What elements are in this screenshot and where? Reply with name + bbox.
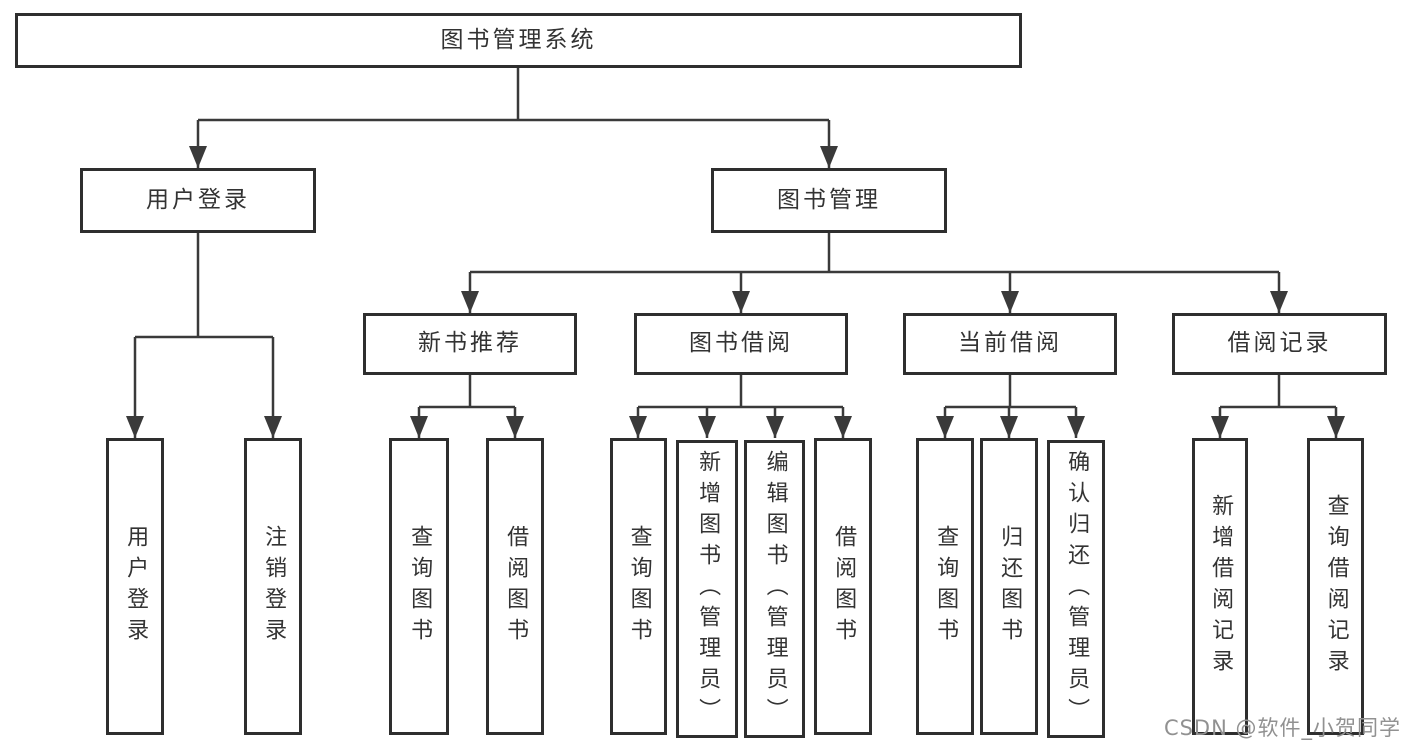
- node-root: 图书管理系统: [15, 13, 1022, 68]
- leaf-query-books-borrow: 查询图书: [610, 438, 667, 735]
- leaf-query-borrow-record: 查询借阅记录: [1307, 438, 1364, 735]
- csdn-watermark: CSDN @软件_小贺同学: [1163, 716, 1401, 740]
- node-book-management: 图书管理: [711, 168, 947, 233]
- node-borrow-records: 借阅记录: [1172, 313, 1387, 375]
- tree-branch-rails: [135, 68, 1336, 409]
- leaf-confirm-return-admin: 确认归还（管理员）: [1047, 440, 1105, 738]
- leaf-borrow-books-recommend: 借阅图书: [486, 438, 544, 735]
- leaf-return-books: 归还图书: [980, 438, 1038, 735]
- leaf-edit-books-admin: 编辑图书（管理员）: [744, 440, 805, 738]
- leaf-query-books-current: 查询图书: [916, 438, 974, 735]
- node-user-login: 用户登录: [80, 168, 316, 233]
- leaf-borrow-books-borrow: 借阅图书: [814, 438, 872, 735]
- node-new-book-recommend: 新书推荐: [363, 313, 577, 375]
- leaf-add-borrow-record: 新增借阅记录: [1192, 438, 1248, 735]
- node-current-borrowing: 当前借阅: [903, 313, 1117, 375]
- leaf-query-books-recommend: 查询图书: [389, 438, 449, 735]
- leaf-add-books-admin: 新增图书（管理员）: [676, 440, 738, 738]
- leaf-user-login: 用户登录: [106, 438, 164, 735]
- leaf-logout: 注销登录: [244, 438, 302, 735]
- node-book-borrowing: 图书借阅: [634, 313, 848, 375]
